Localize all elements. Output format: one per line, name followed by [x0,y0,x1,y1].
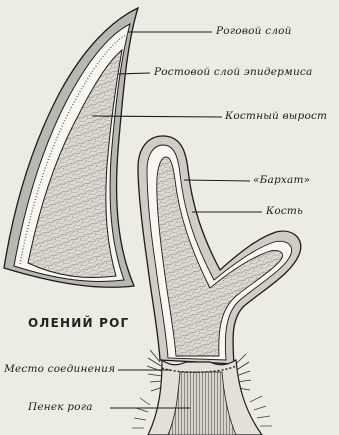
label-junction: Место соединения [4,363,115,375]
bone-shape [157,157,283,356]
diagram-title: ОЛЕНИЙ РОГ [28,316,129,330]
label-growth-layer: Ростовой слой эпидермиса [154,66,312,78]
label-bone: Кость [266,205,303,217]
label-bone-outgrowth: Костный вырост [225,110,327,122]
label-velvet: «Бархат» [253,174,310,186]
label-pedicle: Пенек рога [28,401,93,413]
leader-velvet [184,180,250,181]
pedicle [132,360,272,435]
label-horn-layer: Роговой слой [216,25,292,37]
left-antler [4,8,138,287]
